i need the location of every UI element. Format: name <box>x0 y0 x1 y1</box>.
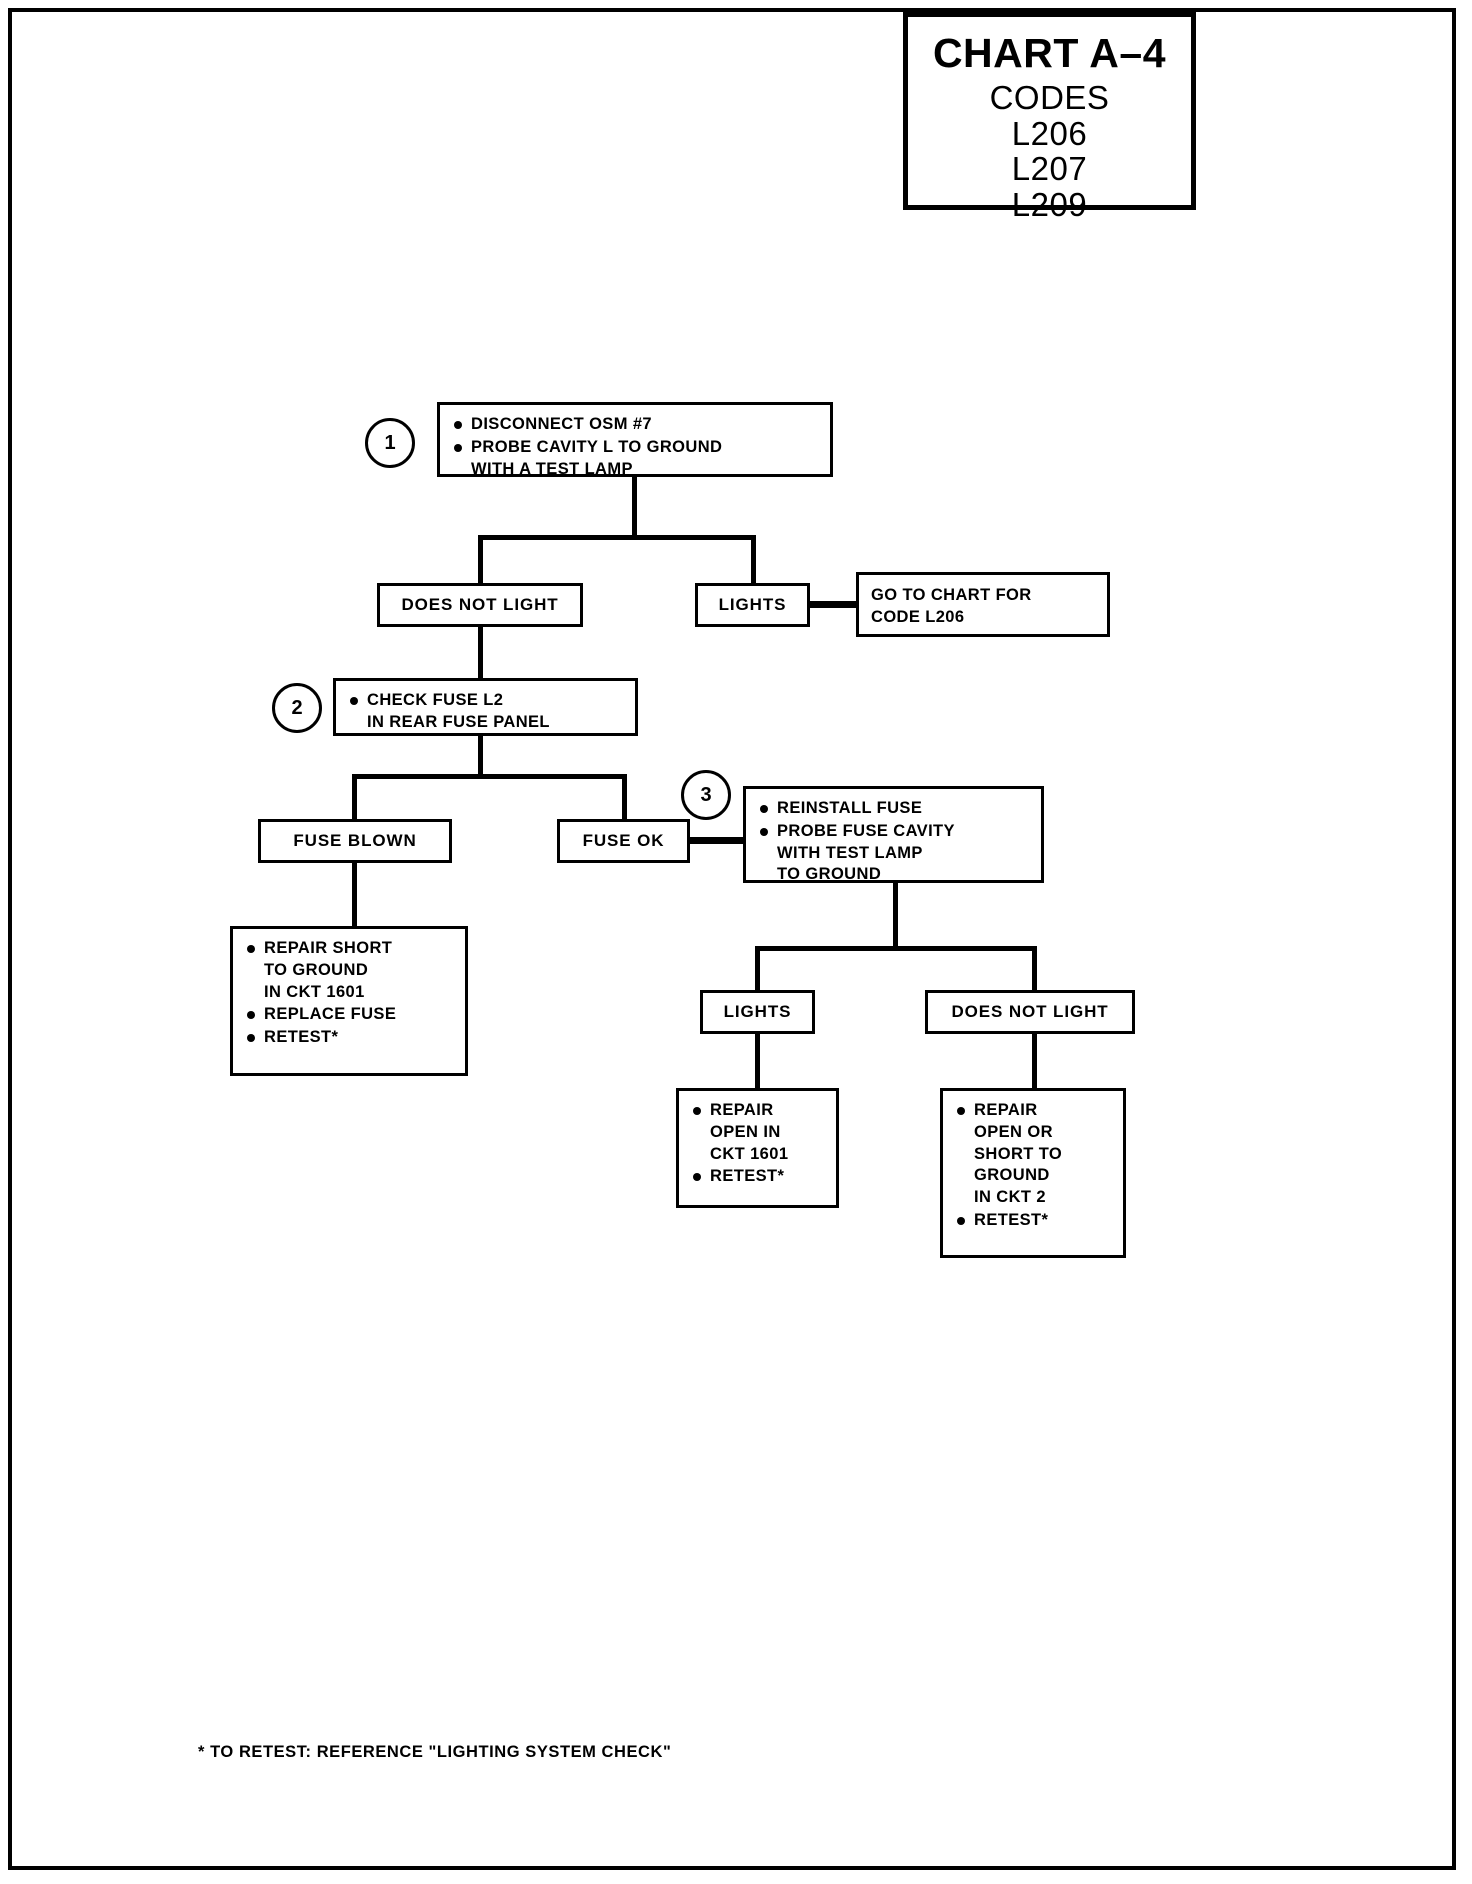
node-goto-chart: GO TO CHART FOR CODE L206 <box>856 572 1110 637</box>
connector-branch3-left <box>755 946 760 991</box>
step2-line-1: CHECK FUSE L2 IN REAR FUSE PANEL <box>348 690 625 734</box>
step1-line-1: DISCONNECT OSM #7 <box>452 414 820 436</box>
connector-branch1-left <box>478 535 483 584</box>
repair-open-or-short-line-1: REPAIR OPEN OR SHORT TO GROUND IN CKT 2 <box>955 1100 1113 1209</box>
step1-line-2: PROBE CAVITY L TO GROUND WITH A TEST LAM… <box>452 437 820 481</box>
node-lights-1: LIGHTS <box>695 583 810 627</box>
step-number-2: 2 <box>272 683 322 733</box>
repair-short-line-1: REPAIR SHORT TO GROUND IN CKT 1601 <box>245 938 455 1003</box>
repair-short-line-2: REPLACE FUSE <box>245 1004 455 1026</box>
repair-open-or-short-line-2: RETEST* <box>955 1210 1113 1232</box>
node-does-not-light-2: DOES NOT LIGHT <box>925 990 1135 1034</box>
connector-branch3-bar <box>755 946 1037 951</box>
page-border <box>8 8 1456 1870</box>
node-repair-open: REPAIR OPEN IN CKT 1601 RETEST* <box>676 1088 839 1208</box>
node-lights-2: LIGHTS <box>700 990 815 1034</box>
connector-fuseok-to-step3 <box>688 837 748 844</box>
step3-line-2: PROBE FUSE CAVITY WITH TEST LAMP TO GROU… <box>758 821 1031 886</box>
connector-branch1-bar <box>478 535 756 540</box>
connector-lights2-down <box>755 1034 760 1090</box>
step-number-3: 3 <box>681 770 731 820</box>
step3-line-1: REINSTALL FUSE <box>758 798 1031 820</box>
footnote-retest: * TO RETEST: REFERENCE "LIGHTING SYSTEM … <box>198 1743 672 1761</box>
chart-title: CHART A–4 <box>932 30 1167 76</box>
code-l206: L206 <box>1011 114 1088 152</box>
connector-dnl1-to-step2 <box>478 627 483 680</box>
node-does-not-light-1: DOES NOT LIGHT <box>377 583 583 627</box>
node-step1-action: DISCONNECT OSM #7 PROBE CAVITY L TO GROU… <box>437 402 833 478</box>
connector-step1-down <box>632 477 637 535</box>
connector-branch2-right <box>622 774 627 820</box>
repair-short-line-3: RETEST* <box>245 1027 455 1049</box>
repair-open-line-2: RETEST* <box>691 1166 826 1188</box>
node-repair-short: REPAIR SHORT TO GROUND IN CKT 1601 REPLA… <box>230 926 468 1076</box>
chart-header-box: CHART A–4 CODES L206 L207 L209 <box>903 12 1196 222</box>
node-step3-action: REINSTALL FUSE PROBE FUSE CAVITY WITH TE… <box>743 786 1044 883</box>
connector-branch2-bar <box>352 774 627 779</box>
connector-branch1-right <box>751 535 756 584</box>
code-l207: L207 <box>1011 150 1088 188</box>
goto-chart-line-2: CODE L206 <box>871 607 965 626</box>
codes-label: CODES <box>989 79 1110 116</box>
connector-step2-down <box>478 736 483 774</box>
node-fuse-blown: FUSE BLOWN <box>258 819 452 863</box>
connector-branch3-right <box>1032 946 1037 991</box>
connector-lights1-to-goto <box>808 601 858 608</box>
connector-step3-down <box>893 883 898 946</box>
node-fuse-ok: FUSE OK <box>557 819 690 863</box>
step-number-1: 1 <box>365 418 415 468</box>
code-l209: L209 <box>1011 185 1088 223</box>
connector-branch2-left <box>352 774 357 820</box>
node-repair-open-or-short: REPAIR OPEN OR SHORT TO GROUND IN CKT 2 … <box>940 1088 1126 1258</box>
node-step2-action: CHECK FUSE L2 IN REAR FUSE PANEL <box>333 678 638 736</box>
connector-fuseblown-down <box>352 863 357 928</box>
goto-chart-line-1: GO TO CHART FOR <box>871 586 1032 604</box>
repair-open-line-1: REPAIR OPEN IN CKT 1601 <box>691 1100 826 1165</box>
connector-dnl2-down <box>1032 1034 1037 1090</box>
